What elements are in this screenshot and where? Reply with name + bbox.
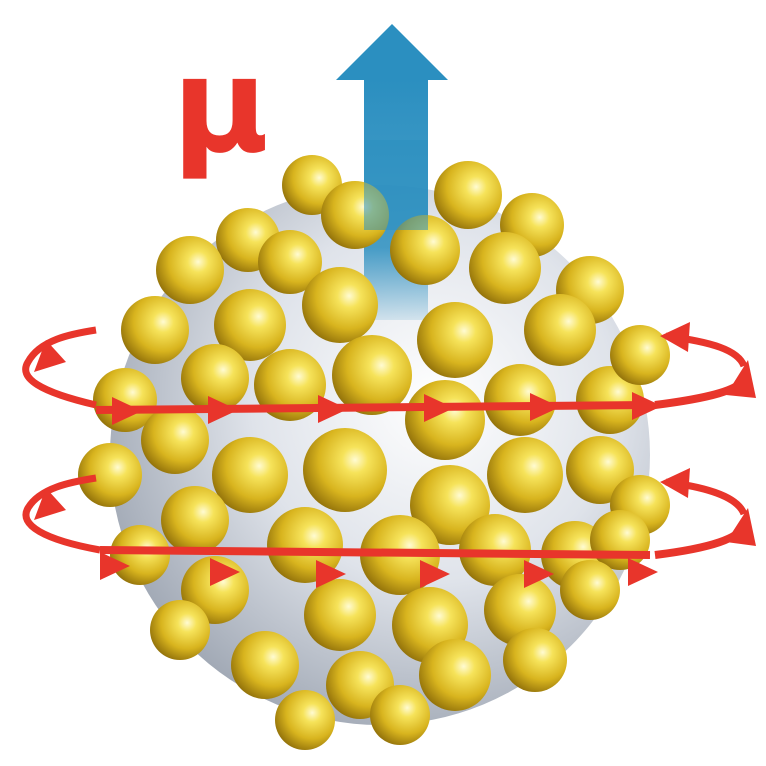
gold-nanoparticle — [110, 525, 170, 585]
gold-nanoparticles — [78, 155, 670, 750]
gold-nanoparticle — [78, 443, 142, 507]
gold-nanoparticle — [304, 579, 376, 651]
gold-nanoparticle — [150, 600, 210, 660]
gold-nanoparticle — [576, 366, 644, 434]
gold-nanoparticle — [254, 349, 326, 421]
gold-nanoparticle — [484, 364, 556, 436]
magnetic-moment-arrow-overlay — [364, 140, 428, 230]
gold-nanoparticle — [405, 380, 485, 460]
gold-nanoparticle — [370, 685, 430, 745]
current-loop-upper — [22, 322, 756, 425]
gold-nanoparticle — [419, 639, 491, 711]
gold-nanoparticle — [181, 344, 249, 412]
gold-nanoparticle — [303, 428, 387, 512]
magnetic-moment-label: μ — [172, 29, 270, 183]
gold-nanoparticle — [524, 294, 596, 366]
gold-nanoparticle — [434, 161, 502, 229]
gold-nanoparticle — [93, 368, 157, 432]
gold-nanoparticle — [332, 335, 412, 415]
gold-nanoparticle — [590, 510, 650, 570]
gold-nanoparticle — [484, 574, 556, 646]
gold-nanoparticle — [610, 325, 670, 385]
gold-nanoparticle — [390, 215, 460, 285]
gold-nanoparticle — [121, 296, 189, 364]
gold-nanoparticle — [469, 232, 541, 304]
gold-nanoparticle — [503, 628, 567, 692]
gold-nanoparticle — [417, 302, 493, 378]
gold-nanoparticle — [212, 437, 288, 513]
gold-nanoparticle — [156, 236, 224, 304]
gold-nanoparticle — [487, 437, 563, 513]
gold-nanoparticle — [258, 230, 322, 294]
gold-nanoparticle — [214, 289, 286, 361]
gold-nanoparticle — [141, 406, 209, 474]
gold-nanoparticle — [161, 486, 229, 554]
gold-nanoparticle — [302, 267, 378, 343]
gold-nanoparticle — [275, 690, 335, 750]
current-loop-lower — [22, 468, 756, 588]
gold-nanoparticle — [560, 560, 620, 620]
gold-nanoparticle — [231, 631, 299, 699]
